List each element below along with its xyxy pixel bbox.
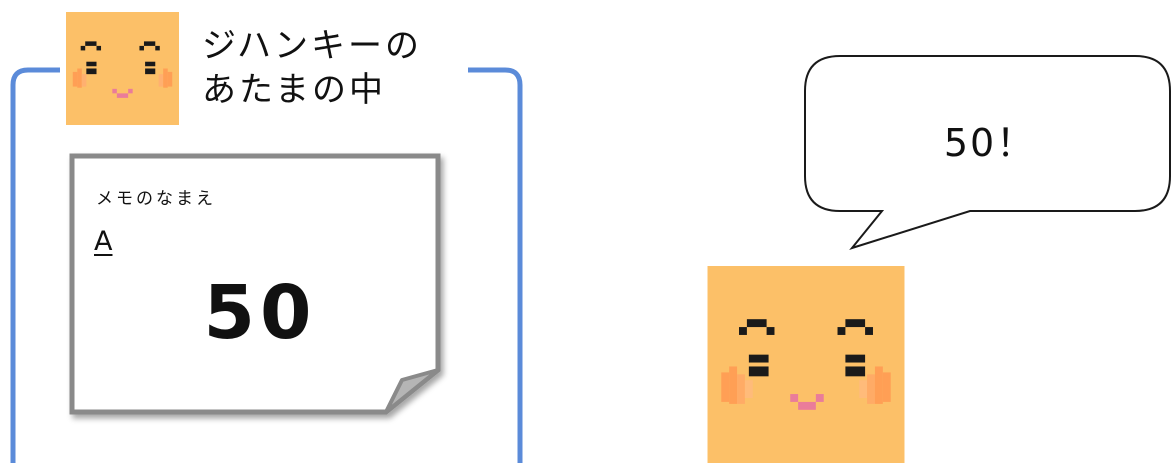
speech-bubble xyxy=(804,55,1171,250)
vending-machine-face-icon xyxy=(707,266,905,463)
vending-machine-face-icon xyxy=(66,12,179,125)
speech-bubble-text: 50！ xyxy=(943,121,1037,165)
memo-caption: メモのなまえ xyxy=(96,189,216,209)
memo-value: 50 xyxy=(203,270,317,356)
memo-name: A xyxy=(94,226,113,257)
frame-title: ジハンキーの あたまの中 xyxy=(202,24,422,112)
frame-title-line2: あたまの中 xyxy=(202,70,386,110)
memo-note xyxy=(69,153,441,415)
frame-title-line1: ジハンキーの xyxy=(202,26,422,66)
memory-frame xyxy=(10,67,523,463)
